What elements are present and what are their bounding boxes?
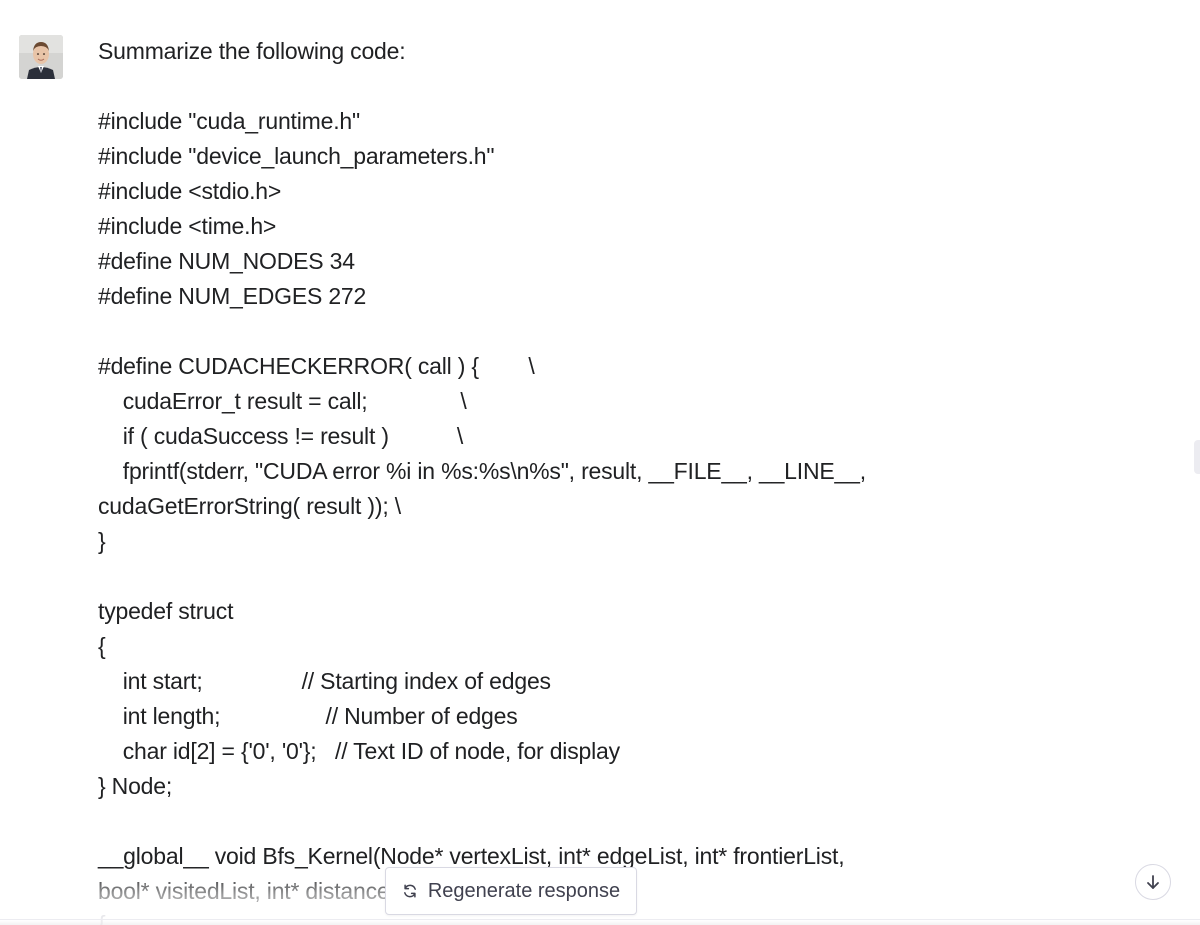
composer-edge <box>0 919 1200 925</box>
code-line: typedef struct <box>98 598 234 624</box>
code-line: int length; // Number of edges <box>98 703 518 729</box>
code-line: __global__ void Bfs_Kernel(Node* vertexL… <box>98 843 845 869</box>
code-line <box>98 804 1158 839</box>
refresh-icon <box>403 884 416 898</box>
code-line: #define NUM_EDGES 272 <box>98 283 367 309</box>
scroll-to-bottom-button[interactable] <box>1135 864 1171 900</box>
arrow-down-icon <box>1147 875 1159 889</box>
code-line: #define CUDACHECKERROR( call ) { \ <box>98 353 535 379</box>
code-line: } <box>98 528 106 554</box>
code-line: #include "cuda_runtime.h" <box>98 108 360 134</box>
user-avatar <box>19 35 63 79</box>
code-line: int start; // Starting index of edges <box>98 668 551 694</box>
code-line: cudaError_t result = call; \ <box>98 388 467 414</box>
code-line <box>98 314 1158 349</box>
code-line: #include <stdio.h> <box>98 178 282 204</box>
message-prompt: Summarize the following code: <box>98 38 406 64</box>
code-line: #include <time.h> <box>98 213 277 239</box>
code-block: #include "cuda_runtime.h" #include "devi… <box>98 104 1158 909</box>
code-line <box>98 559 1158 594</box>
regenerate-response-button[interactable]: Regenerate response <box>385 867 637 915</box>
code-line: } Node; <box>98 773 173 799</box>
code-line: char id[2] = {'0', '0'}; // Text ID of n… <box>98 738 620 764</box>
code-line: fprintf(stderr, "CUDA error %i in %s:%s\… <box>98 458 866 484</box>
user-message: Summarize the following code: #include "… <box>98 34 1158 909</box>
regenerate-response-label: Regenerate response <box>427 879 621 902</box>
code-line: if ( cudaSuccess != result ) \ <box>98 423 464 449</box>
sidebar-handle[interactable] <box>1194 440 1200 474</box>
user-avatar-photo <box>19 35 63 79</box>
code-line: #include "device_launch_parameters.h" <box>98 143 495 169</box>
code-line: cudaGetErrorString( result )); \ <box>98 493 401 519</box>
code-line: #define NUM_NODES 34 <box>98 248 355 274</box>
code-line: { <box>98 633 106 659</box>
